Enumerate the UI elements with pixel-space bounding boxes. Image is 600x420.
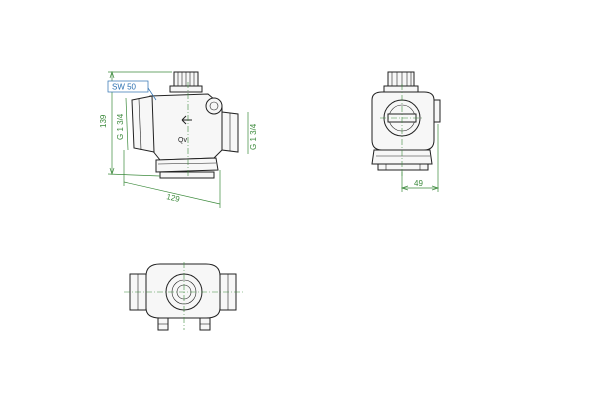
front-view: Qv — [131, 71, 239, 179]
wrench-size-callout-label: SW 50 — [112, 83, 137, 92]
inlet-thread-label: G 1 3/4 — [116, 113, 125, 140]
side-base — [371, 149, 433, 165]
dim-height-label: 139 — [99, 114, 108, 128]
dim-length-label: 129 — [166, 192, 182, 204]
front-upper-port — [205, 97, 223, 115]
dim-depth-label: 49 — [414, 179, 423, 188]
front-base — [155, 157, 219, 173]
wrench-size-callout-box — [107, 80, 149, 93]
side-nub — [433, 99, 441, 123]
front-body-marking: Qv — [178, 137, 187, 144]
outlet-thread-label: G 1 3/4 — [249, 123, 258, 150]
dim-line-length — [123, 181, 221, 205]
front-dimensions: 139 G 1 3/4 G 1 3/4 129 SW 50 — [99, 70, 258, 208]
front-flow-arrow-icon — [181, 115, 192, 125]
top-view — [124, 262, 244, 331]
side-dimensions: 49 — [400, 124, 440, 192]
front-inlet-pipe — [131, 95, 155, 153]
side-view — [371, 71, 441, 176]
